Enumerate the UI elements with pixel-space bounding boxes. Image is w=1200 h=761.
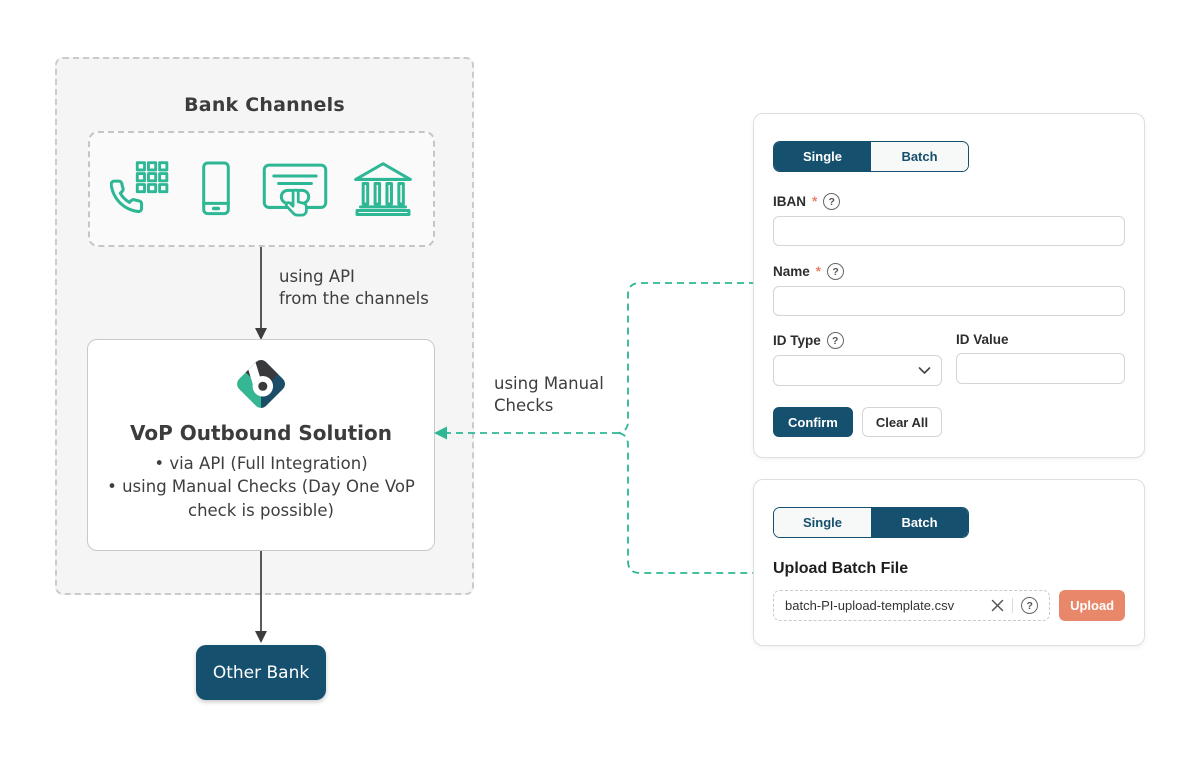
api-arrow-label-line2: from the channels: [279, 288, 429, 308]
clear-file-icon[interactable]: [991, 599, 1004, 612]
name-label: Name: [773, 264, 810, 279]
other-bank-label: Other Bank: [212, 662, 310, 683]
file-help-icon[interactable]: ?: [1021, 597, 1039, 614]
tab-batch[interactable]: Batch: [871, 142, 968, 171]
manual-checks-label-line1: using Manual: [494, 374, 604, 393]
iban-input[interactable]: [773, 216, 1125, 246]
id-value-label-row: ID Value: [956, 332, 1125, 347]
chip-divider: [1012, 598, 1014, 613]
bank-channels-title: Bank Channels: [184, 94, 345, 116]
id-type-help-icon[interactable]: ?: [826, 332, 844, 349]
manual-checks-label: using Manual Checks: [494, 373, 604, 417]
vop-title: VoP Outbound Solution: [130, 421, 392, 445]
batch-form-panel: Single Batch Upload Batch File batch-PI-…: [753, 479, 1145, 646]
id-type-label-row: ID Type ?: [773, 332, 942, 349]
required-asterisk: *: [812, 194, 818, 209]
other-bank-node: Other Bank: [196, 645, 326, 700]
iban-help-icon[interactable]: ?: [823, 193, 841, 210]
channels-icons-box: [88, 131, 435, 247]
id-value-label: ID Value: [956, 332, 1009, 347]
vop-bullet: via API (Full Integration): [102, 452, 420, 475]
id-type-label: ID Type: [773, 333, 821, 348]
single-form-panel: Single Batch IBAN * ? Name * ? ID Type ?: [753, 113, 1145, 458]
upload-button[interactable]: Upload: [1059, 590, 1125, 621]
vop-bullet: using Manual Checks (Day One VoP check i…: [102, 475, 420, 522]
api-arrow-label: using API from the channels: [279, 266, 429, 310]
name-label-row: Name * ?: [773, 263, 1125, 280]
batch-form-tabs: Single Batch: [773, 507, 969, 538]
iban-label-row: IBAN * ?: [773, 193, 1125, 210]
channels-to-vop-arrow: [255, 247, 267, 340]
vop-bullets: via API (Full Integration) using Manual …: [88, 452, 434, 522]
batch-tab-single[interactable]: Single: [774, 508, 871, 537]
smartphone-icon: [201, 161, 230, 216]
upload-batch-heading: Upload Batch File: [773, 560, 909, 577]
clear-all-button[interactable]: Clear All: [861, 407, 943, 437]
file-chip: batch-PI-upload-template.csv ?: [773, 590, 1051, 621]
vop-logo-icon: [234, 357, 288, 411]
batch-tab-batch[interactable]: Batch: [871, 508, 968, 537]
file-name: batch-PI-upload-template.csv: [785, 598, 955, 613]
vop-solution-box: VoP Outbound Solution via API (Full Inte…: [87, 339, 435, 551]
chevron-down-icon: [918, 367, 931, 374]
vop-to-other-bank-arrow: [255, 551, 267, 643]
single-form-tabs: Single Batch: [773, 141, 969, 172]
id-value-input[interactable]: [956, 353, 1125, 384]
phone-keypad-icon: [109, 161, 168, 214]
tab-single[interactable]: Single: [774, 142, 871, 171]
bank-building-icon: [353, 162, 412, 217]
api-arrow-label-line1: using API: [279, 267, 355, 286]
name-input[interactable]: [773, 286, 1125, 316]
confirm-button[interactable]: Confirm: [773, 407, 853, 437]
name-help-icon[interactable]: ?: [827, 263, 845, 280]
manual-checks-connector: [434, 282, 756, 574]
manual-checks-label-line2: Checks: [494, 395, 554, 415]
id-type-select[interactable]: [773, 355, 942, 386]
iban-label: IBAN: [773, 194, 806, 209]
required-asterisk: *: [815, 264, 822, 279]
online-banking-icon: [262, 163, 327, 217]
